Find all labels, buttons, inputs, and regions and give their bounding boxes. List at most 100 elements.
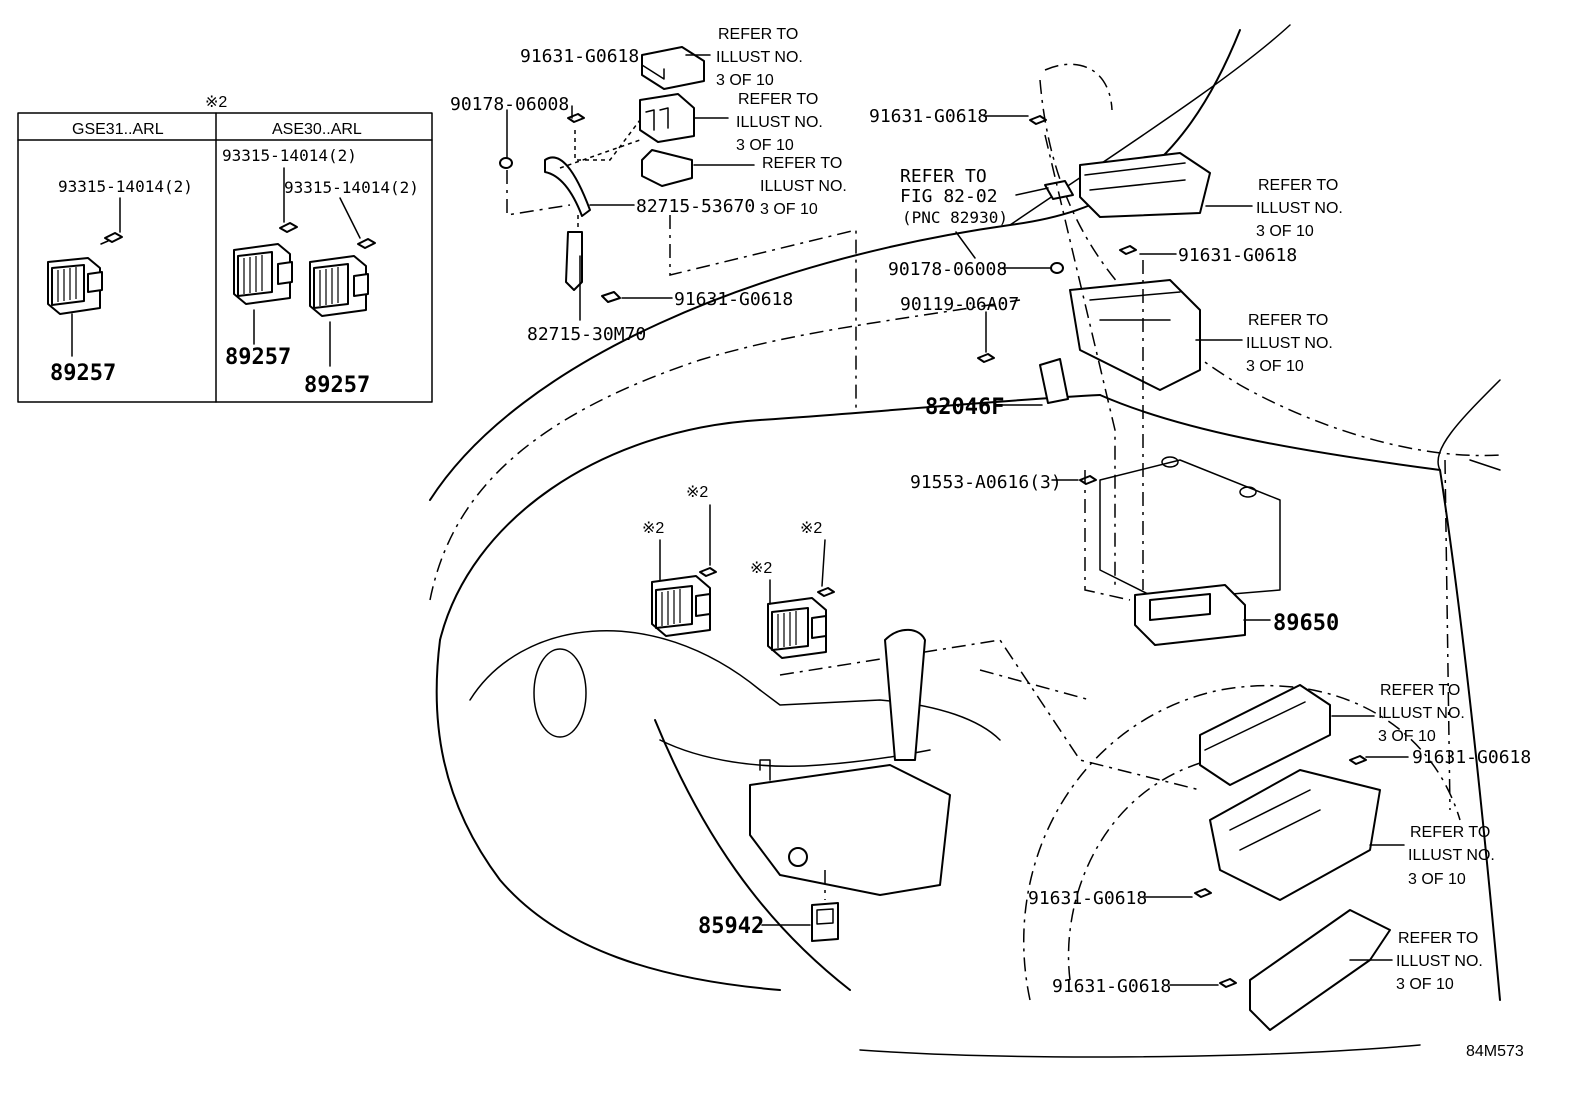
- refer-note: REFER TO ILLUST NO. 3 OF 10: [1246, 312, 1333, 375]
- ecu-tray-icon: [1069, 279, 1201, 391]
- part-label: 91631-G0618: [1028, 888, 1147, 909]
- note-mark: ※2: [642, 520, 664, 537]
- leader-lines: [506, 54, 1409, 986]
- inset-frame: [17, 112, 433, 403]
- part-label: 82715-53670: [636, 196, 755, 217]
- svg-text:3 OF 10: 3 OF 10: [760, 201, 818, 218]
- bolt-icon: [601, 291, 621, 303]
- battery-outline: [1099, 459, 1281, 601]
- part-label: 90119-06A07: [900, 294, 1019, 315]
- bolt-icon: [1119, 245, 1137, 255]
- refer-note: REFER TO ILLUST NO. 3 OF 10: [1408, 824, 1495, 888]
- svg-text:3 OF 10: 3 OF 10: [736, 137, 794, 154]
- connector-icon: [639, 93, 695, 143]
- svg-text:ILLUST NO.: ILLUST NO.: [1408, 847, 1495, 864]
- part-label: 85942: [698, 914, 764, 939]
- bolt-icon: [1194, 888, 1212, 898]
- svg-text:ILLUST NO.: ILLUST NO.: [1378, 705, 1465, 722]
- bracket-icon: [544, 156, 591, 217]
- svg-text:3 OF 10: 3 OF 10: [1246, 358, 1304, 375]
- fuse-box-icon: [1209, 769, 1381, 901]
- note-mark: ※2: [750, 560, 772, 577]
- svg-text:3 OF 10: 3 OF 10: [1396, 976, 1454, 993]
- svg-text:REFER TO: REFER TO: [1410, 824, 1490, 841]
- bolt-icon: [279, 222, 298, 233]
- nut-icon: [1050, 262, 1064, 274]
- relay-module-icon: [47, 257, 103, 315]
- clip-icon: [1044, 180, 1074, 200]
- refer-note: REFER TO ILLUST NO. 3 OF 10: [716, 26, 803, 89]
- ecu-bracket-group: [977, 115, 1281, 646]
- inset-right-bolt-a-label: 93315-14014(2): [222, 146, 357, 165]
- inset-right-part-a-label: 89257: [225, 345, 291, 370]
- part-label: 82715-30M70: [527, 324, 646, 345]
- svg-text:REFER TO: REFER TO: [1398, 930, 1478, 947]
- bolt-icon: [817, 587, 835, 597]
- note-mark: ※2: [686, 484, 708, 501]
- inset-table: ※2 GSE31..ARL ASE30..ARL 93315-14014(2) …: [17, 94, 433, 403]
- washer-tank-icon: [749, 764, 951, 896]
- filler-neck-icon: [884, 628, 926, 761]
- bracket-icon: [565, 231, 583, 291]
- svg-text:REFER TO: REFER TO: [1258, 177, 1338, 194]
- sensor-icon: [811, 902, 839, 942]
- bolt-icon: [1219, 978, 1237, 988]
- svg-text:ILLUST NO.: ILLUST NO.: [760, 178, 847, 195]
- svg-text:REFER TO: REFER TO: [1380, 682, 1460, 699]
- leader-line: [339, 197, 361, 239]
- svg-text:3 OF 10: 3 OF 10: [1408, 871, 1466, 888]
- svg-text:ILLUST NO.: ILLUST NO.: [1256, 200, 1343, 217]
- inset-right-part-b-label: 89257: [304, 373, 370, 398]
- bolt-icon: [100, 232, 123, 245]
- svg-text:REFER TO: REFER TO: [738, 91, 818, 108]
- inset-column-left: GSE31..ARL: [72, 121, 164, 138]
- part-label: 90178-06008: [450, 94, 569, 115]
- cover-icon: [641, 46, 705, 90]
- svg-text:REFER TO: REFER TO: [1248, 312, 1328, 329]
- svg-text:3 OF 10: 3 OF 10: [1256, 223, 1314, 240]
- bolt-icon: [1029, 115, 1047, 125]
- part-label: 90178-06008: [888, 259, 1007, 280]
- svg-text:REFER TO: REFER TO: [762, 155, 842, 172]
- bolt-icon: [699, 567, 717, 577]
- inset-right-bolt-b-label: 93315-14014(2): [284, 178, 419, 197]
- inset-column-right: ASE30..ARL: [272, 121, 362, 138]
- bolt-icon: [1079, 475, 1097, 485]
- svg-text:ILLUST NO.: ILLUST NO.: [736, 114, 823, 131]
- fig-refer-line1: REFER TO: [900, 166, 987, 187]
- bolt-icon: [977, 353, 995, 363]
- figure-code: 84M573: [1466, 1043, 1524, 1060]
- svg-text:3 OF 10: 3 OF 10: [1378, 728, 1436, 745]
- bracket-group-top: [499, 46, 857, 410]
- part-label: 91631-G0618: [1412, 747, 1531, 768]
- refer-note: REFER TO ILLUST NO. 3 OF 10: [1396, 930, 1483, 993]
- bolt-icon: [567, 113, 585, 123]
- part-label: 82046F: [925, 395, 1004, 420]
- relay-module-icon: [651, 575, 711, 637]
- inset-left-bolt-label: 93315-14014(2): [58, 177, 193, 196]
- part-labels: 91631-G0618 90178-06008 82715-53670 9163…: [450, 26, 1531, 1060]
- refer-note: REFER TO ILLUST NO. 3 OF 10: [760, 155, 847, 218]
- nut-icon: [499, 157, 513, 169]
- inset-left-part-label: 89257: [50, 361, 116, 386]
- refer-note: REFER TO ILLUST NO. 3 OF 10: [1378, 682, 1465, 745]
- relay-module-icon: [309, 255, 369, 317]
- bolt-icon: [357, 238, 376, 249]
- fig-refer-line3: (PNC 82930): [902, 208, 1008, 227]
- part-label: 91631-G0618: [520, 46, 639, 67]
- svg-text:REFER TO: REFER TO: [718, 26, 798, 43]
- refer-note: REFER TO ILLUST NO. 3 OF 10: [736, 91, 823, 154]
- ecu-cover-icon: [1079, 152, 1211, 218]
- svg-text:ILLUST NO.: ILLUST NO.: [716, 49, 803, 66]
- svg-text:3 OF 10: 3 OF 10: [716, 72, 774, 89]
- part-label: 91631-G0618: [1052, 976, 1171, 997]
- part-label: 91631-G0618: [674, 289, 793, 310]
- vehicle-body-outline: [429, 24, 1501, 1058]
- refer-note: REFER TO ILLUST NO. 3 OF 10: [1256, 177, 1343, 240]
- relay-module-icon: [767, 597, 827, 659]
- part-label: 91553-A0616(3): [910, 472, 1062, 493]
- fuse-box-lower-icon: [1249, 909, 1391, 1031]
- bracket-icon: [1039, 358, 1069, 404]
- svg-text:ILLUST NO.: ILLUST NO.: [1246, 335, 1333, 352]
